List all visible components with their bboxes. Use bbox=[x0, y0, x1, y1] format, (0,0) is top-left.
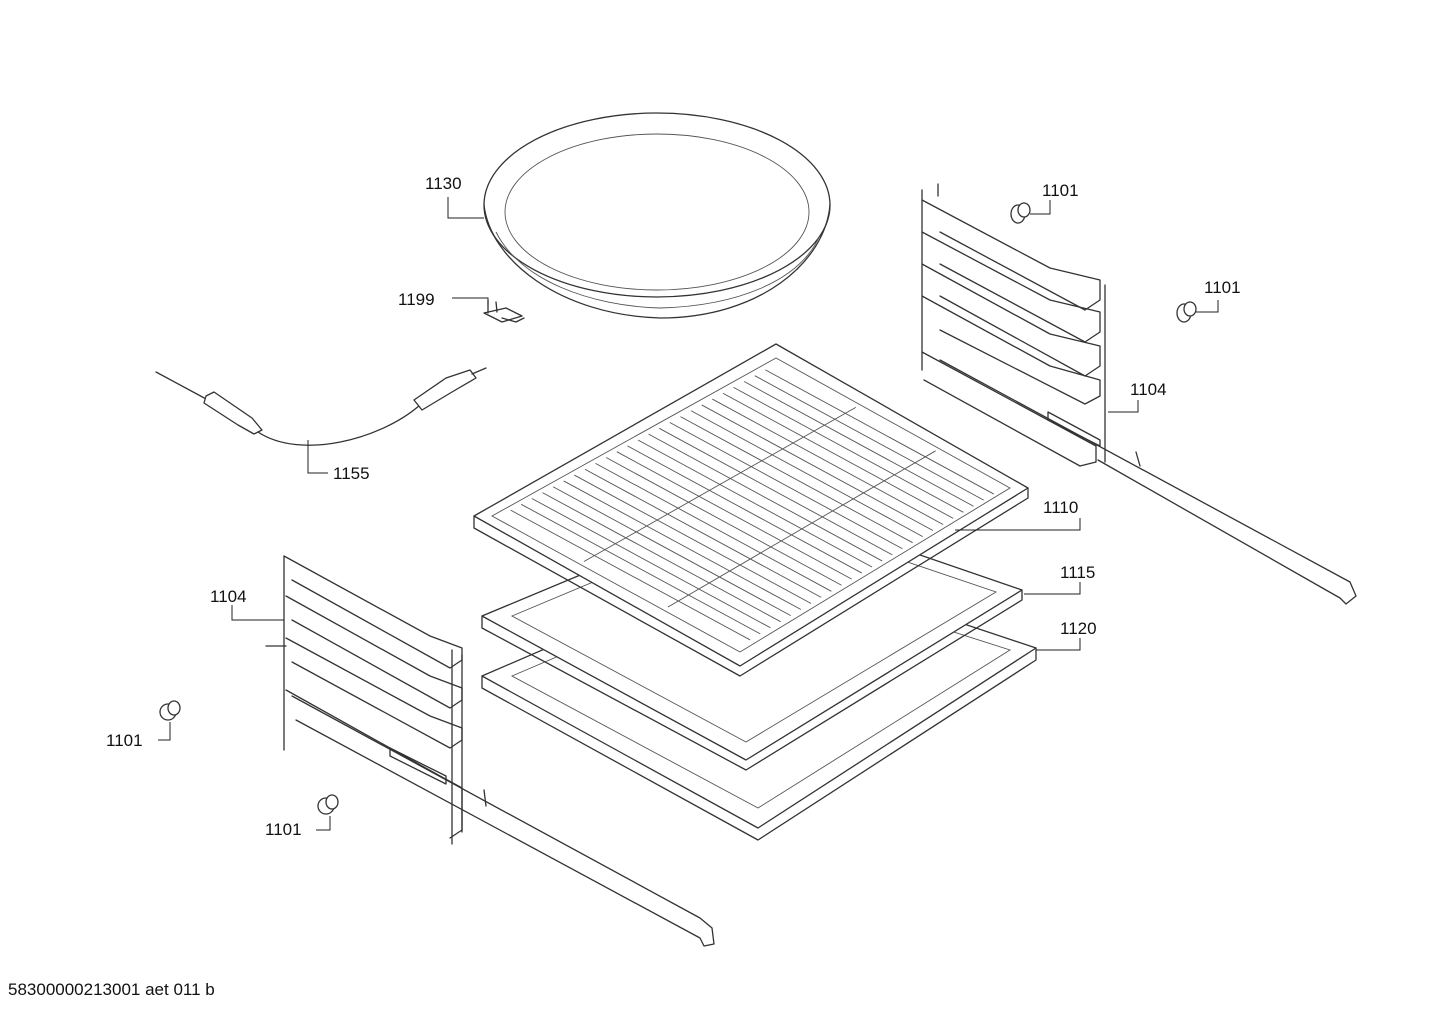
leader-1101-a bbox=[1030, 200, 1051, 215]
rack-crossbar bbox=[583, 407, 857, 562]
rack-wire bbox=[552, 486, 791, 617]
rack-crossbar bbox=[667, 450, 936, 608]
leader-1101-d bbox=[316, 816, 331, 831]
meat-probe-part bbox=[155, 367, 487, 446]
rack-wire bbox=[521, 503, 761, 635]
screw-part-top-right-2 bbox=[1176, 301, 1197, 323]
rack-wire bbox=[722, 392, 954, 519]
leader-1115 bbox=[1024, 582, 1081, 595]
callout-1120: 1120 bbox=[1060, 619, 1097, 638]
callout-1110: 1110 bbox=[1043, 498, 1078, 517]
rack-wire bbox=[659, 427, 893, 556]
rack-wire bbox=[627, 445, 863, 574]
rack-wire bbox=[531, 498, 771, 629]
rack-wire bbox=[743, 381, 974, 507]
rack-wire bbox=[637, 439, 873, 568]
callout-1101-d: 1101 bbox=[265, 820, 302, 839]
rack-wire bbox=[669, 422, 903, 550]
leader-1120 bbox=[1036, 638, 1081, 651]
callout-1130: 1130 bbox=[425, 174, 462, 193]
leader-1199 bbox=[452, 297, 489, 305]
screw-part-left-2 bbox=[317, 794, 339, 815]
rack-wire bbox=[542, 492, 781, 623]
rack-wire bbox=[584, 468, 822, 598]
callout-1101-b: 1101 bbox=[1204, 278, 1241, 297]
callout-1104-left: 1104 bbox=[210, 587, 247, 606]
grid-rack-part bbox=[473, 343, 1029, 677]
callout-1155: 1155 bbox=[333, 464, 370, 483]
screw-part-top-right-1 bbox=[1010, 202, 1031, 224]
rack-wire bbox=[605, 457, 842, 586]
rack-wire bbox=[690, 410, 923, 538]
drawing-id: 58300000213001 aet 011 b bbox=[8, 980, 215, 999]
leader-1110 bbox=[955, 518, 1081, 531]
leader-1101-b bbox=[1196, 300, 1219, 313]
right-side-rail-part bbox=[921, 183, 1357, 605]
rack-wire bbox=[701, 404, 934, 531]
rack-wire bbox=[733, 386, 964, 513]
round-pan-part bbox=[483, 112, 831, 319]
callout-1101-c: 1101 bbox=[106, 731, 143, 750]
screw-part-left-1 bbox=[159, 700, 181, 721]
rack-wire bbox=[563, 480, 802, 610]
callout-1115: 1115 bbox=[1060, 563, 1095, 582]
leader-1155 bbox=[307, 440, 328, 474]
leader-1104-left bbox=[231, 605, 284, 621]
callout-1104-right: 1104 bbox=[1130, 380, 1167, 399]
rack-wire bbox=[616, 451, 852, 580]
leader-1104-right bbox=[1108, 400, 1139, 413]
rack-wire bbox=[510, 509, 751, 641]
leader-1101-c bbox=[158, 722, 171, 741]
callout-1101-a: 1101 bbox=[1042, 181, 1079, 200]
rack-wire bbox=[648, 433, 883, 562]
rack-wire bbox=[680, 416, 913, 544]
left-side-rail-part bbox=[265, 555, 715, 947]
rack-wire bbox=[595, 462, 832, 592]
clip-part bbox=[483, 299, 525, 323]
rack-wire bbox=[712, 398, 944, 525]
rack-wire bbox=[574, 474, 812, 604]
callout-1199: 1199 bbox=[398, 290, 435, 309]
rack-wire bbox=[765, 369, 995, 495]
rack-wire bbox=[754, 375, 984, 501]
leader-1130 bbox=[447, 197, 484, 219]
